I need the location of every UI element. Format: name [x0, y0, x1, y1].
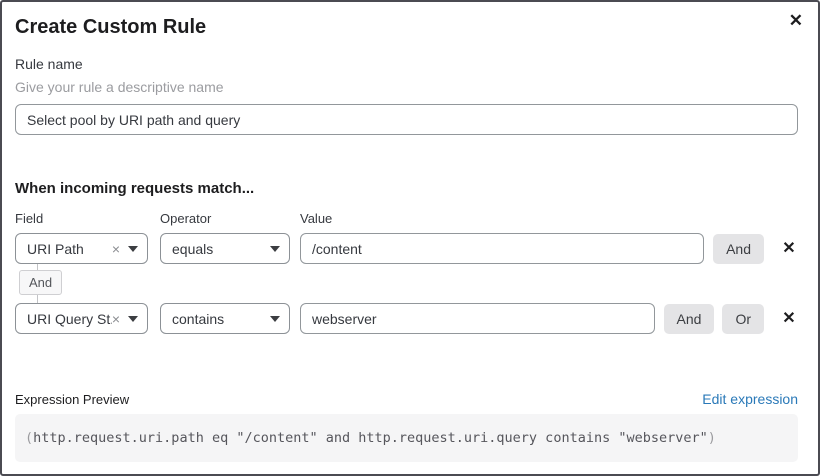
expression-preview-label: Expression Preview	[15, 392, 130, 407]
condition-connector: And	[15, 264, 798, 303]
expression-body: http.request.uri.path eq "/content" and …	[33, 430, 708, 446]
clear-icon[interactable]: ×	[111, 310, 120, 327]
value-input[interactable]	[300, 303, 655, 334]
and-connector-badge[interactable]: And	[19, 270, 63, 295]
condition-row-1: URI Path × equals And ✕	[15, 233, 798, 264]
expression-close-paren: )	[707, 430, 716, 446]
rule-name-input[interactable]	[15, 104, 798, 135]
connector-line	[37, 264, 38, 270]
edit-expression-link[interactable]: Edit expression	[702, 391, 798, 407]
connector-line	[37, 295, 38, 303]
condition-row-2: URI Query St... × contains And Or ✕	[15, 303, 798, 334]
field-column-label: Field	[15, 211, 44, 226]
value-input[interactable]	[300, 233, 705, 264]
field-select-value: URI Path	[27, 240, 84, 257]
value-column-label: Value	[300, 211, 333, 226]
operator-select[interactable]: equals	[160, 233, 290, 264]
expression-preview-header: Expression Preview Edit expression	[15, 391, 798, 407]
chevron-down-icon	[128, 245, 138, 252]
operator-select-value: contains	[172, 310, 225, 327]
rule-name-label: Rule name	[15, 56, 83, 72]
rule-name-hint: Give your rule a descriptive name	[15, 79, 224, 95]
page-title: Create Custom Rule	[15, 16, 207, 38]
chevron-down-icon	[270, 315, 280, 322]
remove-condition-icon[interactable]: ✕	[782, 309, 796, 327]
expression-open-paren: (	[25, 430, 34, 446]
field-select-value: URI Query St...	[27, 310, 112, 327]
match-heading: When incoming requests match...	[15, 180, 255, 197]
operator-select-value: equals	[172, 240, 214, 257]
expression-preview-code: (http.request.uri.path eq "/content" and…	[15, 414, 798, 462]
chevron-down-icon	[128, 315, 138, 322]
field-select[interactable]: URI Path ×	[15, 233, 148, 264]
add-or-condition-button[interactable]: Or	[722, 303, 764, 334]
operator-select[interactable]: contains	[160, 303, 290, 334]
close-icon[interactable]: ✕	[788, 11, 803, 30]
remove-condition-icon[interactable]: ✕	[782, 239, 796, 257]
add-and-condition-button[interactable]: And	[713, 233, 764, 264]
operator-column-label: Operator	[160, 211, 212, 226]
chevron-down-icon	[270, 245, 280, 252]
add-and-condition-button[interactable]: And	[663, 303, 715, 334]
clear-icon[interactable]: ×	[111, 240, 120, 257]
column-labels: Field Operator Value	[15, 211, 798, 227]
field-select[interactable]: URI Query St... ×	[15, 303, 148, 334]
